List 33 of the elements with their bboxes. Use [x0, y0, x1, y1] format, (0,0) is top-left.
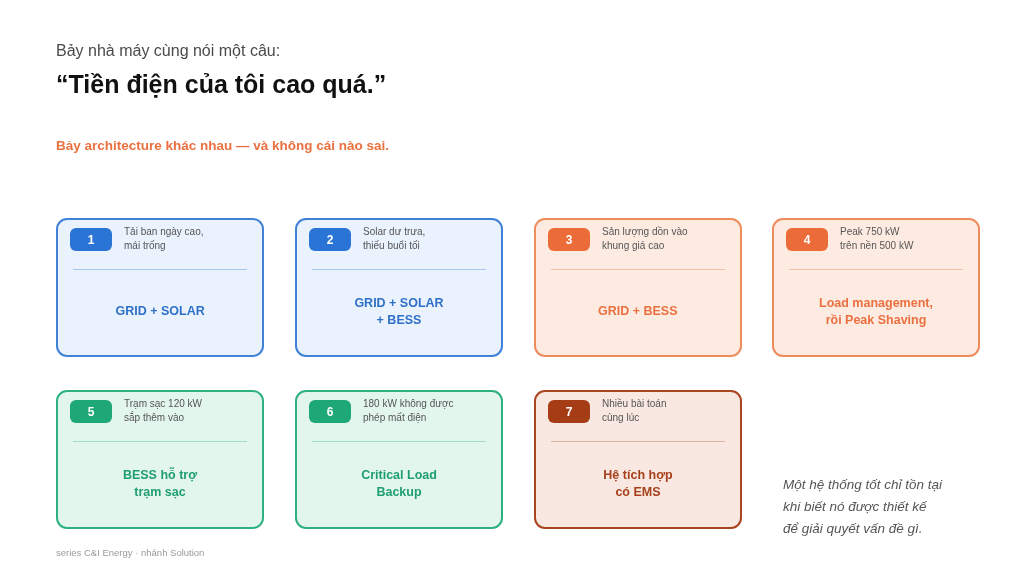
number-badge: 3	[548, 228, 590, 251]
card-heading: Hệ tích hợp có EMS	[602, 466, 674, 501]
number-badge: 7	[548, 400, 590, 423]
scenario-card	[772, 218, 980, 357]
number-badge: 5	[70, 400, 112, 423]
card-heading: GRID + SOLAR	[115, 303, 205, 320]
subtitle-text: Bảy nhà máy cùng nói một câu:	[56, 42, 281, 60]
card-heading: GRID + BESS	[598, 303, 678, 320]
scenario-card	[56, 390, 264, 529]
quote-text: Một hệ thống tốt chỉ tồn tại khi biết nó được thiết kế để giải quyết vấn đề gì.	[783, 476, 944, 538]
card-description: Trạm sạc 120 kW sắp thêm vào	[124, 397, 203, 425]
scenario-card	[534, 218, 742, 357]
card-heading: BESS hỗ trợ trạm sạc	[121, 466, 199, 501]
tagline-text: Bảy architecture khác nhau — và không cái nào sai.	[56, 138, 390, 153]
number-badge: 4	[786, 228, 828, 251]
number-badge: 1	[70, 228, 112, 251]
scenario-card	[56, 218, 264, 357]
number-badge: 2	[309, 228, 351, 251]
scenario-card	[534, 390, 742, 529]
card-heading: GRID + SOLAR + BESS	[353, 294, 445, 329]
card-description: Solar dư trưa, thiếu buổi tối	[363, 225, 427, 253]
card-description: Nhiều bài toán cùng lúc	[602, 397, 668, 425]
footer-text: series C&I Energy · nhánh Solution	[56, 547, 205, 558]
title-heading: “Tiền điện của tôi cao quá.”	[56, 70, 387, 99]
scenario-card	[295, 218, 503, 357]
card-description: Tải ban ngày cao, mái trống	[124, 225, 205, 253]
card-heading: Load management, rồi Peak Shaving	[818, 294, 934, 329]
scenario-card	[295, 390, 503, 529]
number-badge: 6	[309, 400, 351, 423]
card-heading: Critical Load Backup	[360, 466, 438, 501]
card-description: Peak 750 kW trên nền 500 kW	[840, 225, 915, 253]
card-description: 180 kW không được phép mất điện	[363, 397, 455, 425]
card-description: Sản lượng dồn vào khung giá cao	[602, 225, 689, 253]
